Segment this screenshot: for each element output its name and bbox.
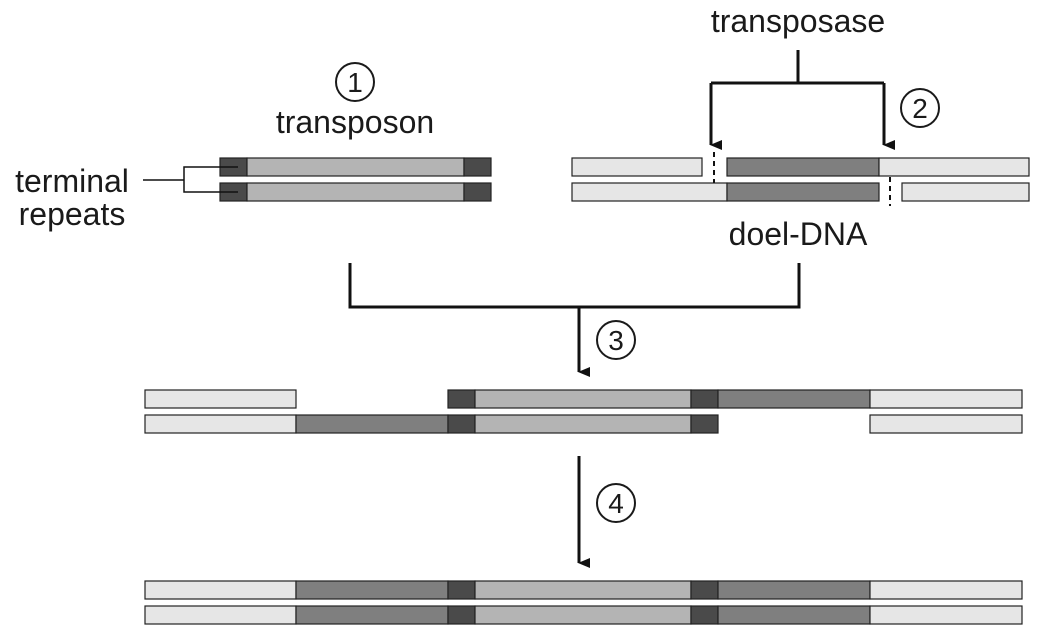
target-dna-label: doel-DNA — [729, 216, 868, 252]
target-dna-light-segment — [571, 157, 703, 177]
intermediate-strand-bottom — [144, 414, 1023, 434]
svg-text:4: 4 — [608, 488, 624, 519]
svg-text:3: 3 — [608, 325, 624, 356]
final-dna — [144, 580, 1023, 625]
transposase-label: transposase — [711, 3, 885, 39]
terminal-repeat-right — [463, 182, 492, 202]
target-dna-light-segment — [901, 182, 1030, 202]
target-dna-light-segment — [878, 157, 1030, 177]
transposon-strand-top — [219, 157, 492, 177]
join-arrow — [348, 263, 801, 377]
terminal-repeat-right — [463, 157, 492, 177]
step-1-badge: 1 — [335, 62, 375, 102]
transposon — [219, 157, 492, 202]
terminal-repeats-label-line1: terminal — [15, 163, 129, 199]
intermediate-dna — [144, 389, 1023, 434]
terminal-repeats-connector — [143, 166, 238, 193]
intermediate-strand-top — [144, 389, 1023, 409]
final-strand-top — [144, 580, 1023, 600]
step-4-badge: 4 — [596, 483, 636, 523]
terminal-repeats-label-line2: repeats — [19, 196, 126, 232]
target-dna — [571, 152, 1030, 206]
target-site-segment — [726, 182, 880, 202]
transposon-label: transposon — [276, 104, 434, 140]
final-strand-bottom — [144, 605, 1023, 625]
transposon-strand-bottom — [219, 182, 492, 202]
svg-text:2: 2 — [912, 93, 928, 124]
transposase-arrows — [709, 50, 895, 150]
transposon-body — [246, 182, 465, 202]
svg-text:1: 1 — [347, 67, 363, 98]
target-dna-light-segment — [571, 182, 728, 202]
step-3-badge: 3 — [596, 320, 636, 360]
transposon-body — [246, 157, 465, 177]
target-site-segment — [726, 157, 880, 177]
step-2-badge: 2 — [900, 88, 940, 128]
